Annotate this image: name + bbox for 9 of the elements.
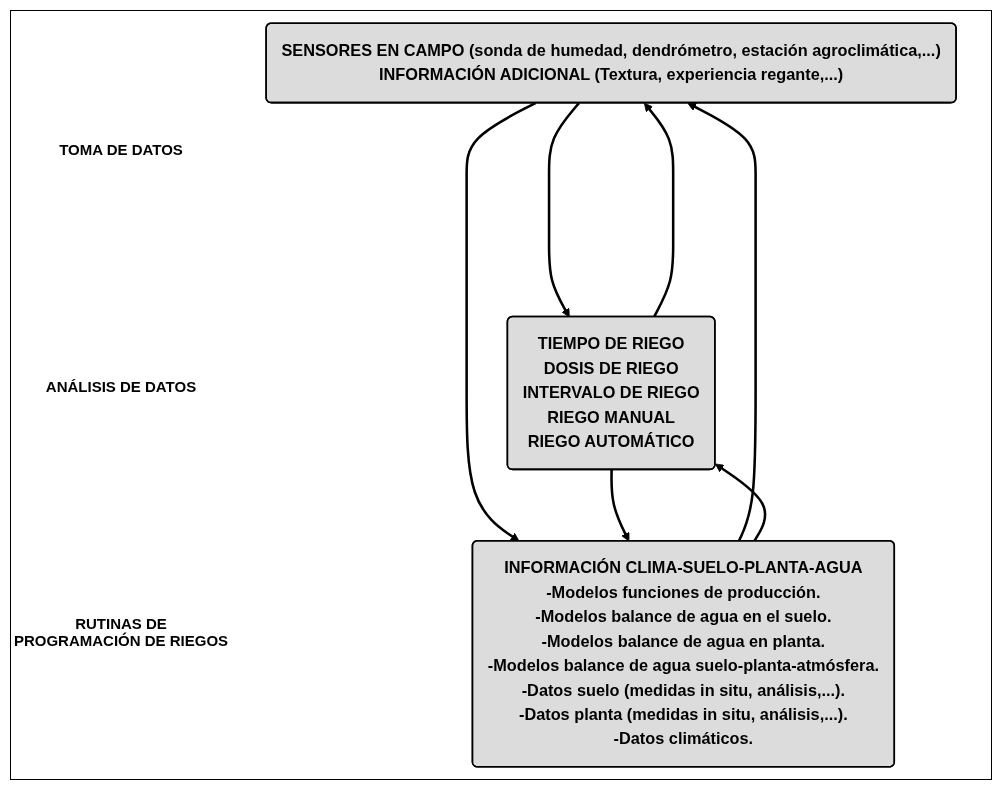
arrow <box>610 469 630 542</box>
section-label: ANÁLISIS DE DATOS <box>44 378 198 395</box>
arrow <box>687 102 757 542</box>
section-label: TOMA DE DATOS <box>58 141 184 158</box>
arrow <box>643 102 675 318</box>
arrow <box>714 463 767 542</box>
arrow <box>465 102 536 542</box>
arrow <box>547 102 580 318</box>
section-label: RUTINAS DE PROGRAMACIÓN DE RIEGOS <box>12 615 230 649</box>
